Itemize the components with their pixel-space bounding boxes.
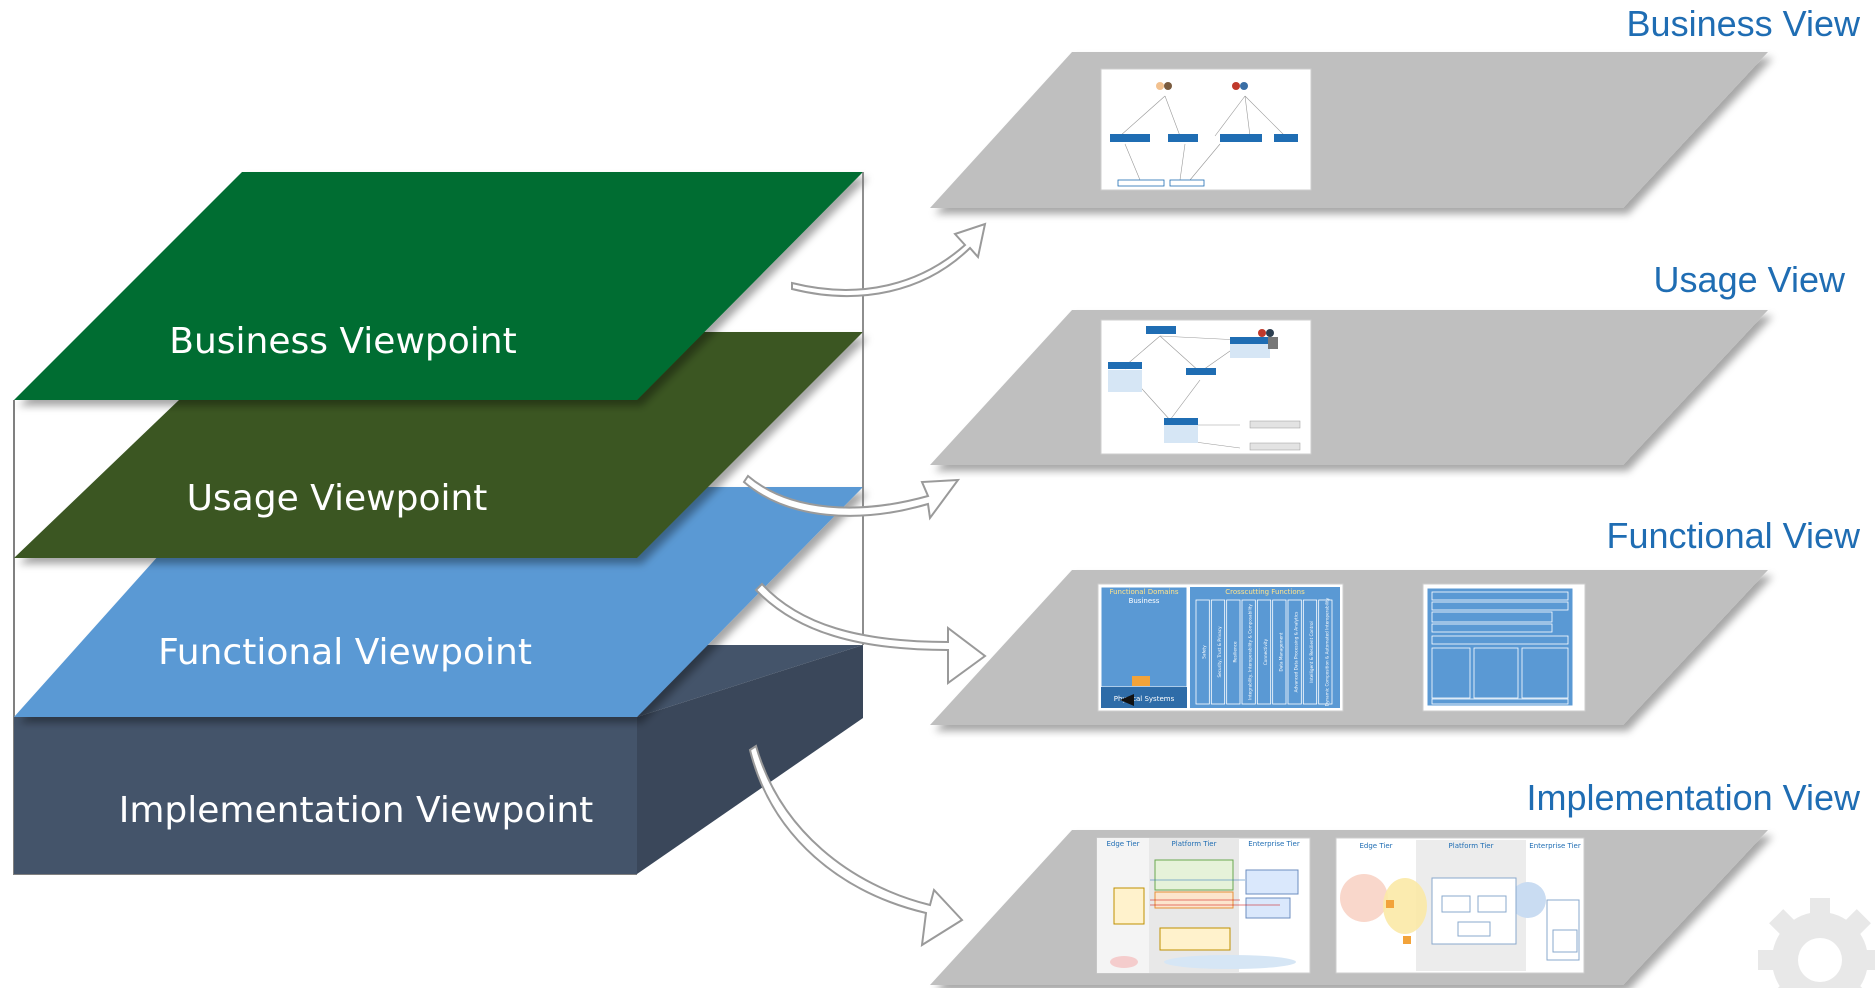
gear-icon (1758, 898, 1875, 988)
crosscutting-column-label: Advanced Data Processing & Analytics (1294, 612, 1299, 693)
functional-arrow (754, 582, 987, 685)
business-plane (14, 172, 863, 400)
crosscutting-column (1272, 599, 1287, 705)
functional-view: Functional View Physical Systems Functio… (930, 515, 1861, 725)
crosscutting-box (1190, 587, 1340, 708)
crosscutting-columns: Safety Security, Trust & Privacy Resilienc… (1195, 597, 1333, 706)
implementation-viewpoint-label: Implementation Viewpoint (119, 790, 594, 831)
crosscutting-column (1302, 599, 1318, 705)
crosscutting-column (1210, 599, 1226, 705)
implementation-view-thumbnail-left: Edge Tier Platform Tier Enterprise Tier (1096, 837, 1311, 974)
crosscutting-column (1287, 599, 1302, 705)
crosscutting-column (1256, 599, 1272, 705)
crosscutting-column-label: Resilience (1232, 641, 1237, 663)
crosscutting-column-label: Safety (1202, 645, 1207, 659)
business-view-thumbnail (1100, 68, 1312, 191)
business-domain-label: Business (1129, 597, 1160, 605)
implementation-view-thumbnail-right: Edge Tier Platform Tier Enterprise Tier (1335, 837, 1585, 974)
functional-domains-label: Functional Domains (1109, 588, 1178, 596)
crosscutting-column-label: Dynamic Composition & Automated Interope… (1324, 597, 1329, 706)
crosscutting-column-label: Data Management (1278, 632, 1283, 671)
implementation-arrow (748, 744, 964, 947)
usage-view-plane (930, 310, 1768, 465)
business-arrow (791, 222, 987, 298)
business-view-title: Business View (1627, 3, 1861, 44)
usage-view-title: Usage View (1654, 259, 1846, 300)
impl-left-tier-platform: Platform Tier (1172, 840, 1217, 848)
impl-right-tier-enterprise: Enterprise Tier (1529, 842, 1581, 850)
crosscutting-column-label: Connectivity (1263, 638, 1268, 665)
impl-left-tier-edge: Edge Tier (1106, 840, 1139, 848)
business-view-plane (930, 52, 1768, 208)
business-viewpoint-layer: Business Viewpoint (14, 172, 863, 400)
business-viewpoint-label: Business Viewpoint (169, 321, 516, 362)
implementation-view-title: Implementation View (1526, 777, 1861, 818)
physical-systems-label: Physical Systems (1114, 695, 1175, 703)
functional-domains-box (1100, 586, 1188, 688)
business-view: Business View (930, 3, 1861, 208)
functional-view-thumbnail-left: Physical Systems Functional Domains Busi… (1097, 583, 1344, 712)
impl-right-tier-edge: Edge Tier (1359, 842, 1392, 850)
crosscutting-column (1226, 599, 1241, 705)
business-thumb-frame (1100, 68, 1312, 191)
crosscutting-column (1318, 599, 1333, 705)
implementation-side-face (637, 645, 863, 874)
functional-view-thumbnail-right (1422, 583, 1586, 712)
views-column: Business View Usage View (930, 3, 1861, 985)
usage-viewpoint-label: Usage Viewpoint (187, 478, 488, 519)
impl-right-tier-platform: Platform Tier (1449, 842, 1494, 850)
usage-view: Usage View (930, 259, 1846, 465)
crosscutting-column (1195, 599, 1210, 705)
mapping-arrows (742, 222, 987, 947)
viewpoint-stack: Implementation Viewpoint Functional View… (13, 172, 864, 875)
crosscutting-column-label: Intelligent & Resilient Control (1309, 621, 1314, 682)
crosscutting-column-label: Security, Trust & Privacy (1217, 626, 1222, 678)
functional-view-title: Functional View (1607, 515, 1861, 556)
functional-view-plane (930, 570, 1768, 725)
crosscutting-column-label: Integrability, Interoperability & Compos… (1248, 604, 1253, 700)
usage-arrow (742, 474, 961, 521)
implementation-front-face (14, 717, 637, 874)
usage-view-thumbnail (1100, 319, 1312, 455)
impl-left-tier-enterprise: Enterprise Tier (1248, 840, 1300, 848)
crosscutting-label: Crosscutting Functions (1225, 588, 1305, 596)
crosscutting-column (1241, 599, 1256, 705)
implementation-view: Implementation View Edge Tier Platform T… (930, 777, 1861, 985)
functional-viewpoint-label: Functional Viewpoint (158, 632, 532, 673)
physical-systems-box (1101, 687, 1187, 708)
